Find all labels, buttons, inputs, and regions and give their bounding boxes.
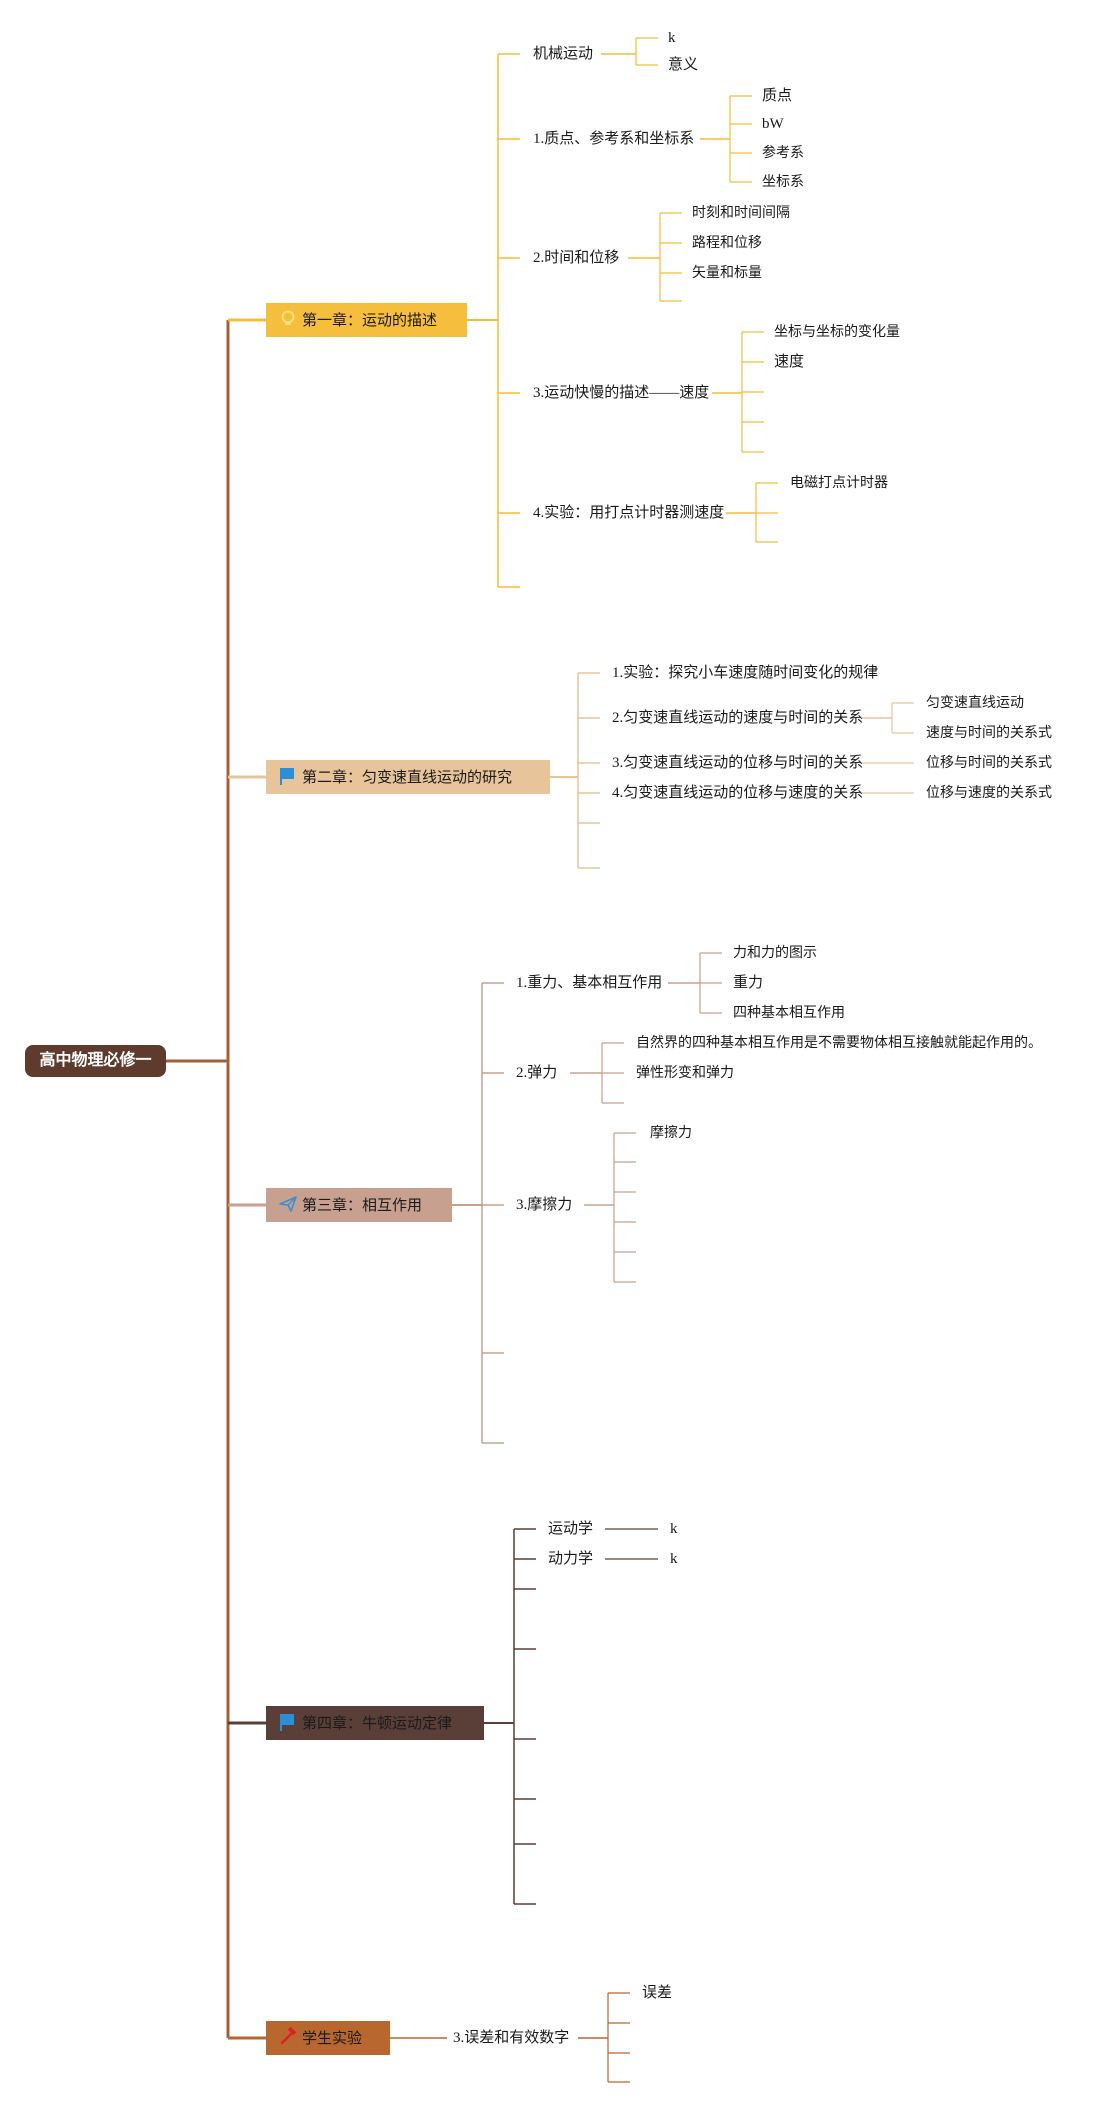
section-1-3[interactable]: 2.时间和位移: [533, 250, 620, 266]
paper-plane-icon: [278, 1192, 298, 1212]
leaf-1-2-2[interactable]: bW: [762, 116, 784, 132]
section-3-3[interactable]: 3.摩擦力: [516, 1197, 573, 1213]
section-3-1[interactable]: 1.重力、基本相互作用: [516, 975, 663, 991]
section-2-2[interactable]: 2.匀变速直线运动的速度与时间的关系: [612, 710, 864, 726]
section-3-2[interactable]: 2.弹力: [516, 1065, 558, 1081]
leaf-1-2-1[interactable]: 质点: [762, 88, 793, 104]
leaf-1-3-1[interactable]: 时刻和时间间隔: [692, 205, 790, 221]
leaf-1-4-2[interactable]: 速度: [774, 354, 805, 370]
leaf-2-3-1[interactable]: 位移与时间的关系式: [926, 755, 1052, 771]
bulb-icon: [278, 307, 298, 327]
leaf-4-1-1[interactable]: k: [670, 1521, 678, 1537]
section-1-5[interactable]: 4.实验：用打点计时器测速度: [533, 505, 725, 521]
section-2-1[interactable]: 1.实验：探究小车速度随时间变化的规律: [612, 665, 879, 681]
hammer-icon: [278, 2025, 298, 2045]
chapter-4-node[interactable]: 第四章：牛顿运动定律: [266, 1706, 484, 1740]
leaf-2-4-1[interactable]: 位移与速度的关系式: [926, 785, 1052, 801]
chapter-2-node[interactable]: 第二章：匀变速直线运动的研究: [266, 760, 550, 794]
section-2-4[interactable]: 4.匀变速直线运动的位移与速度的关系: [612, 785, 864, 801]
student-experiment-label: 学生实验: [302, 2029, 363, 2047]
student-experiment-node[interactable]: 学生实验: [266, 2021, 390, 2055]
leaf-1-5-1[interactable]: 电磁打点计时器: [790, 475, 888, 491]
leaf-2-2-2[interactable]: 速度与时间的关系式: [926, 725, 1052, 741]
section-1-4[interactable]: 3.运动快慢的描述——速度: [533, 385, 710, 401]
leaf-1-4-1[interactable]: 坐标与坐标的变化量: [774, 324, 900, 340]
section-1-1[interactable]: 机械运动: [533, 46, 594, 62]
section-2-3[interactable]: 3.匀变速直线运动的位移与时间的关系: [612, 755, 864, 771]
chapter-4-label: 第四章：牛顿运动定律: [302, 1714, 453, 1732]
chapter-3-label: 第三章：相互作用: [302, 1196, 423, 1214]
chapter-2-label: 第二章：匀变速直线运动的研究: [302, 768, 513, 786]
leaf-1-3-3[interactable]: 矢量和标量: [692, 265, 762, 281]
leaf-3-1-2[interactable]: 重力: [733, 975, 764, 991]
flag-icon: [278, 1710, 298, 1731]
leaf-1-1-2[interactable]: 意义: [668, 57, 699, 73]
root-node[interactable]: 高中物理必修一: [25, 1045, 166, 1077]
chapter-1-label: 第一章：运动的描述: [302, 311, 438, 329]
leaf-4-2-1[interactable]: k: [670, 1551, 678, 1567]
section-1-2[interactable]: 1.质点、参考系和坐标系: [533, 131, 695, 147]
leaf-1-1-1[interactable]: k: [668, 30, 676, 46]
leaf-3-2-1[interactable]: 自然界的四种基本相互作用是不需要物体相互接触就能起作用的。: [636, 1035, 1042, 1051]
flag-icon: [278, 764, 298, 785]
leaf-1-3-2[interactable]: 路程和位移: [692, 235, 762, 251]
leaf-5-1-1[interactable]: 误差: [642, 1985, 673, 2001]
chapter-1-node[interactable]: 第一章：运动的描述: [266, 303, 467, 337]
leaf-3-3-1[interactable]: 摩擦力: [650, 1125, 692, 1141]
leaf-3-1-3[interactable]: 四种基本相互作用: [733, 1005, 845, 1021]
section-5-1[interactable]: 3.误差和有效数字: [453, 2030, 570, 2046]
chapter-3-node[interactable]: 第三章：相互作用: [266, 1188, 452, 1222]
section-4-1[interactable]: 运动学: [548, 1521, 594, 1537]
leaf-1-2-4[interactable]: 坐标系: [762, 174, 804, 190]
leaf-3-1-1[interactable]: 力和力的图示: [733, 945, 817, 961]
leaf-1-2-3[interactable]: 参考系: [762, 145, 804, 161]
section-4-2[interactable]: 动力学: [548, 1551, 594, 1567]
leaf-2-2-1[interactable]: 匀变速直线运动: [926, 695, 1024, 711]
leaf-3-2-2[interactable]: 弹性形变和弹力: [636, 1065, 734, 1081]
